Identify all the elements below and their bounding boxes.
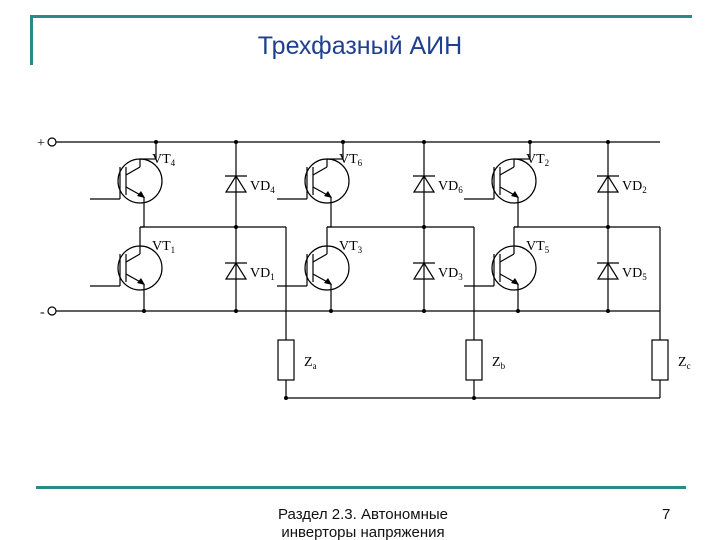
slide-title: Трехфазный АИН: [257, 32, 463, 60]
load-3-label: Zc: [678, 355, 691, 371]
load-1-body: [277, 339, 295, 381]
load-2-body: [465, 339, 483, 381]
transistor-lower-3-emitter-arrow: [511, 278, 519, 285]
junction-dot: [422, 309, 426, 313]
junction-dot: [142, 309, 146, 313]
diode-lower-2-label: VD3: [438, 266, 463, 282]
junction-dot: [528, 140, 532, 144]
junction-dot: [234, 225, 238, 229]
transistor-upper-2-collector-diag: [312, 166, 328, 176]
plus-label: +: [37, 136, 45, 151]
minus-label: -: [40, 305, 45, 320]
transistor-upper-3-emitter-arrow: [511, 191, 519, 198]
transistor-lower-2-collector-diag: [312, 253, 328, 263]
transistor-upper-3-collector-diag: [499, 166, 515, 176]
diode-upper-1-triangle: [224, 174, 248, 193]
junction-dot: [234, 140, 238, 144]
bottom-rule: [36, 486, 686, 489]
load-1-label: Za: [304, 355, 317, 371]
minus-terminal: [47, 306, 57, 316]
junction-dot: [606, 309, 610, 313]
diode-lower-1-label: VD1: [250, 266, 275, 282]
plus-terminal: [47, 137, 57, 147]
diode-upper-1-label: VD4: [250, 179, 275, 195]
transistor-upper-2-label: VT6: [339, 152, 363, 168]
diode-lower-3-triangle: [596, 261, 620, 280]
junction-dot: [516, 309, 520, 313]
junction-dot: [422, 140, 426, 144]
transistor-upper-2-emitter-arrow: [324, 191, 332, 198]
diode-lower-1-triangle: [224, 261, 248, 280]
transistor-lower-1-collector-diag: [125, 253, 141, 263]
transistor-upper-1-emitter-arrow: [137, 191, 145, 198]
transistor-upper-1-collector-diag: [125, 166, 141, 176]
transistor-upper-3-label: VT2: [526, 152, 549, 168]
diode-upper-2-triangle: [412, 174, 436, 193]
junction-dot: [472, 396, 476, 400]
junction-dot: [284, 396, 288, 400]
load-2-label: Zb: [492, 355, 506, 371]
left-rule: [30, 15, 33, 65]
junction-dot: [234, 309, 238, 313]
diode-upper-3-triangle: [596, 174, 620, 193]
transistor-lower-1-label: VT1: [152, 239, 175, 255]
transistor-lower-2-emitter-arrow: [324, 278, 332, 285]
junction-dot: [606, 225, 610, 229]
diode-lower-3-label: VD5: [622, 266, 647, 282]
transistor-upper-1-label: VT4: [152, 152, 176, 168]
top-rule: [30, 15, 692, 18]
transistor-lower-3-collector-diag: [499, 253, 515, 263]
footer-text: Раздел 2.3. Автономные инверторы напряже…: [278, 506, 448, 540]
junction-dot: [329, 309, 333, 313]
transistor-lower-2-label: VT3: [339, 239, 363, 255]
junction-dot: [422, 225, 426, 229]
junction-dot: [606, 140, 610, 144]
load-3-body: [651, 339, 669, 381]
transistor-lower-3-label: VT5: [526, 239, 550, 255]
transistor-lower-1-emitter-arrow: [137, 278, 145, 285]
junction-dot: [341, 140, 345, 144]
page-number: 7: [662, 506, 671, 523]
diode-upper-2-label: VD6: [438, 179, 463, 195]
diode-lower-2-triangle: [412, 261, 436, 280]
junction-dot: [154, 140, 158, 144]
diode-upper-3-label: VD2: [622, 179, 647, 195]
